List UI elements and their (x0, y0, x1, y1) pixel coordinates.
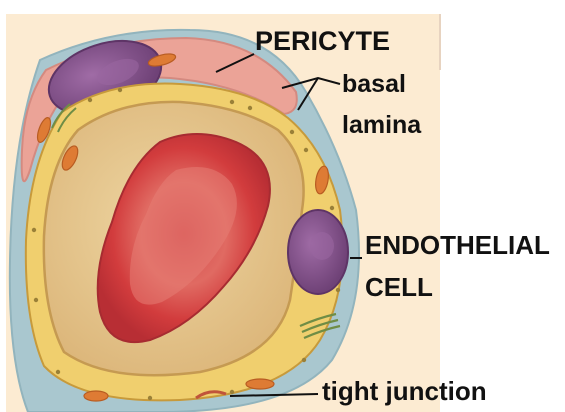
label-endothelial-line1: ENDOTHELIAL (365, 232, 550, 258)
endothelial-nucleolus (310, 232, 334, 260)
label-basal-lamina-line1: basal (342, 72, 406, 97)
label-basal-lamina-line2: lamina (342, 113, 421, 138)
mitochondrion (84, 391, 108, 401)
label-pericyte: PERICYTE (255, 28, 390, 55)
label-endothelial-line2: CELL (365, 274, 433, 300)
mitochondrion (246, 379, 274, 389)
label-tight-junction: tight junction (322, 378, 487, 404)
